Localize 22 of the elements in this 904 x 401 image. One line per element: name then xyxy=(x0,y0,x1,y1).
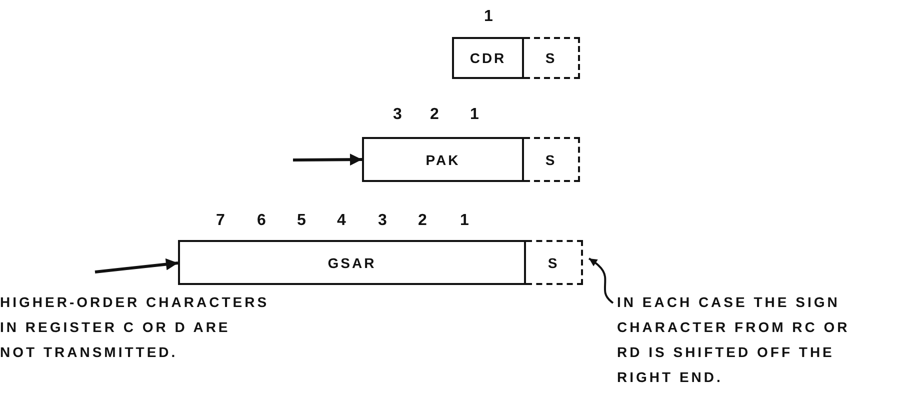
position-number: 2 xyxy=(418,212,427,230)
position-number: 3 xyxy=(378,212,387,230)
register-box: GSAR xyxy=(178,240,526,285)
leader-line xyxy=(588,258,614,304)
position-number: 1 xyxy=(470,106,479,124)
position-number: 1 xyxy=(484,8,493,26)
position-number: 4 xyxy=(337,212,346,230)
note-text: IN EACH CASE THE SIGN CHARACTER FROM RC OR RD IS SHIFTED OFF THE RIGHT END. xyxy=(617,290,867,395)
position-number: 2 xyxy=(430,106,439,124)
position-number: 5 xyxy=(297,212,306,230)
position-number: 3 xyxy=(393,106,402,124)
position-number: 6 xyxy=(257,212,266,230)
arrow xyxy=(292,154,362,166)
register-box: CDR xyxy=(452,37,524,79)
sign-position-box: S xyxy=(524,37,580,79)
sign-position-box: S xyxy=(524,137,580,182)
note-text: HIGHER-ORDER CHARACTERS IN REGISTER C OR D ARE NOT TRANSMITTED. xyxy=(0,293,270,362)
arrow xyxy=(94,258,178,274)
sign-position-box: S xyxy=(526,240,583,285)
position-number: 7 xyxy=(216,212,225,230)
register-box: PAK xyxy=(362,137,524,182)
position-number: 1 xyxy=(460,212,469,230)
